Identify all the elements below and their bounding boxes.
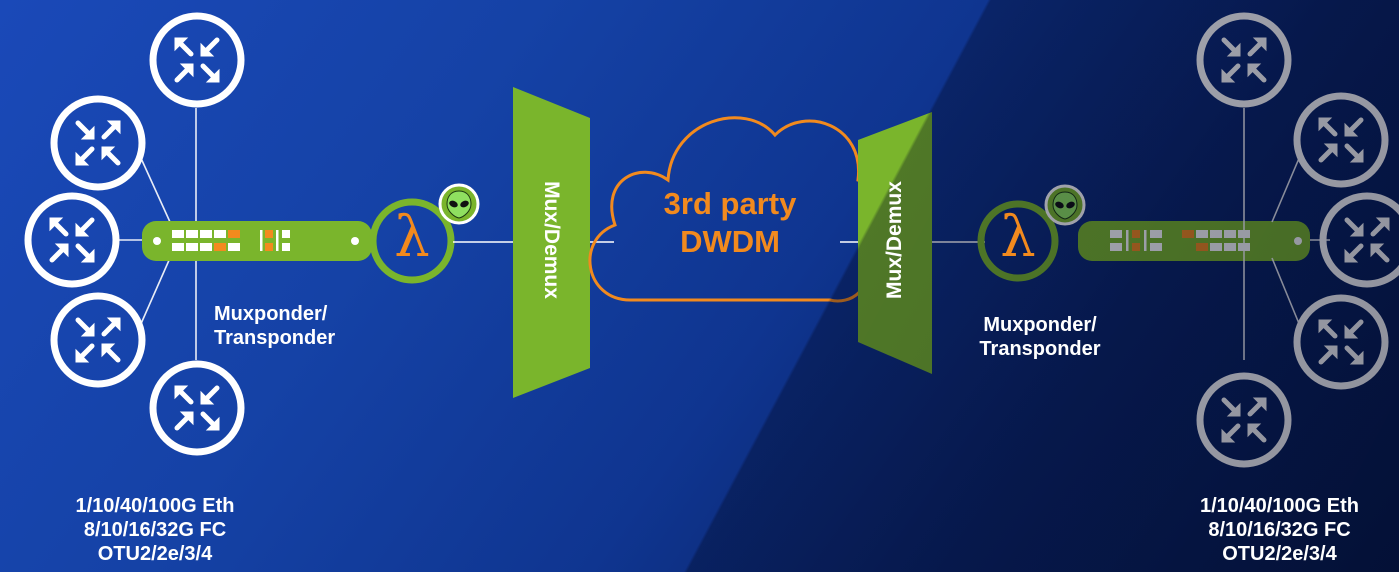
right-device-label: Muxponder/ Transponder bbox=[945, 313, 1135, 361]
alien-icon bbox=[1044, 184, 1086, 226]
mux-demux-left[interactable] bbox=[513, 87, 590, 398]
router-icon[interactable] bbox=[153, 364, 241, 452]
mux-demux-right[interactable] bbox=[858, 112, 932, 374]
router-icon[interactable] bbox=[28, 196, 116, 284]
mux-demux-right-label: Mux/Demux bbox=[883, 181, 906, 299]
left-device-label-line2: Transponder bbox=[214, 327, 336, 349]
protocol-line: 8/10/16/32G FC bbox=[1208, 519, 1351, 541]
left-device-label-line1: Muxponder/ bbox=[214, 303, 328, 325]
lambda-icon[interactable] bbox=[977, 200, 1059, 282]
lambda-symbol-left: λ bbox=[394, 205, 430, 270]
cloud-label-line1: 3rd party bbox=[663, 186, 797, 221]
lambda-symbol-right: λ bbox=[1000, 205, 1036, 270]
protocol-line: 1/10/40/100G Eth bbox=[1200, 495, 1359, 517]
router-icon[interactable] bbox=[54, 99, 142, 187]
alien-icon bbox=[438, 183, 480, 225]
router-icon[interactable] bbox=[153, 16, 241, 104]
router-icon[interactable] bbox=[1297, 298, 1385, 386]
router-icon[interactable] bbox=[1200, 376, 1288, 464]
router-icon[interactable] bbox=[1200, 16, 1288, 104]
protocol-line: 1/10/40/100G Eth bbox=[75, 495, 235, 517]
left-device-label: Muxponder/ Transponder bbox=[214, 302, 414, 350]
router-icon[interactable] bbox=[1323, 196, 1399, 284]
left-protocols: 1/10/40/100G Eth 8/10/16/32G FC OTU2/2e/… bbox=[30, 494, 280, 566]
protocol-line: 8/10/16/32G FC bbox=[83, 519, 227, 541]
right-device-label-line2: Transponder bbox=[979, 338, 1101, 360]
transponder-card-icon[interactable] bbox=[142, 221, 372, 261]
cloud-label: 3rd party DWDM bbox=[630, 185, 830, 261]
router-icon[interactable] bbox=[54, 296, 142, 384]
right-device-label-line1: Muxponder/ bbox=[983, 314, 1097, 336]
transponder-card-icon[interactable] bbox=[1078, 221, 1310, 261]
mux-demux-left-label: Mux/Demux bbox=[540, 181, 563, 299]
protocol-line: OTU2/2e/3/4 bbox=[97, 543, 213, 565]
router-icon[interactable] bbox=[1297, 96, 1385, 184]
cloud-label-line2: DWDM bbox=[680, 224, 780, 259]
right-protocols: 1/10/40/100G Eth 8/10/16/32G FC OTU2/2e/… bbox=[1160, 494, 1399, 566]
lambda-icon[interactable] bbox=[369, 198, 455, 284]
protocol-line: OTU2/2e/3/4 bbox=[1222, 543, 1337, 565]
